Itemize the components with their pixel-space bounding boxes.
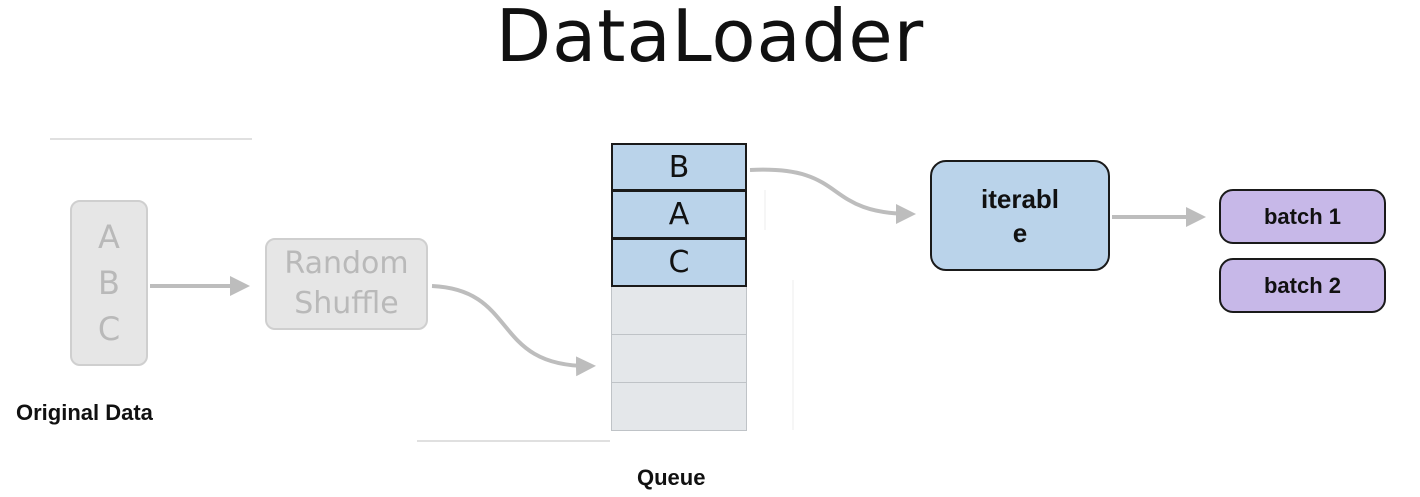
original-data-item: A (98, 218, 120, 256)
original-data-caption: Original Data (16, 400, 153, 425)
arrow-queue-to-iterable (749, 167, 916, 224)
arrow-shuffle-to-queue (431, 284, 596, 377)
queue-cell-filled: A (611, 191, 747, 239)
original-data-item: C (97, 310, 121, 348)
batch-box: batch 2 (1219, 258, 1386, 313)
queue-cell-empty (611, 383, 747, 431)
original-data-item: B (98, 264, 120, 302)
iterable-label-line: e (1012, 217, 1028, 248)
queue-cell-filled: B (611, 143, 747, 191)
queue-cell-filled: C (611, 239, 747, 287)
shuffle-label-line: Shuffle (294, 286, 399, 321)
queue-cell-empty (611, 335, 747, 383)
iterable-label-line: iterabl (980, 183, 1060, 214)
queue-cell-empty (611, 287, 747, 335)
original-data-box: A B C (70, 200, 148, 366)
queue-stack: B A C (611, 143, 747, 431)
queue-caption: Queue (637, 465, 706, 490)
batch-box: batch 1 (1219, 189, 1386, 244)
random-shuffle-box: Random Shuffle (265, 238, 428, 330)
diagram-title: DataLoader (495, 0, 925, 78)
shuffle-label-line: Random (284, 246, 409, 281)
iterable-box: iterabl e (930, 160, 1110, 271)
